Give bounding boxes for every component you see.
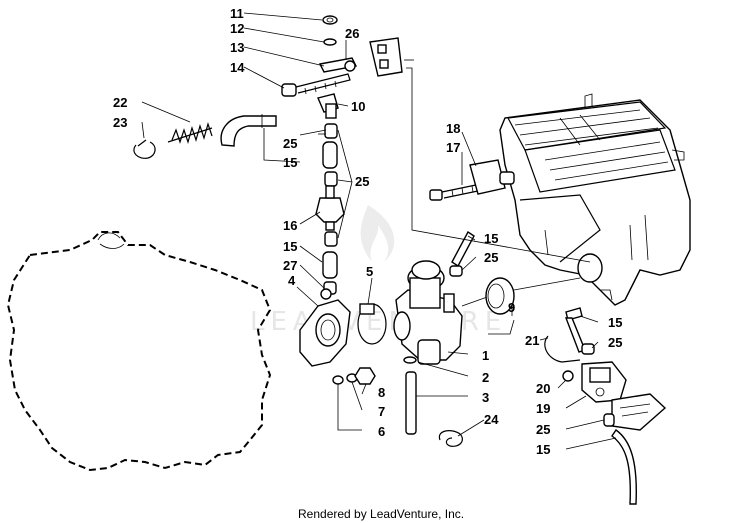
callout-1: 1 [482, 348, 489, 363]
callout-25-a: 25 [283, 136, 297, 151]
clamp-25-right [581, 343, 595, 355]
callout-25-b: 25 [355, 174, 369, 189]
callout-12: 12 [230, 21, 244, 36]
fitting-10 [317, 93, 339, 119]
spring-22 [167, 121, 213, 145]
screw-14 [281, 73, 351, 97]
clamp-25-lower [603, 413, 615, 427]
clamp-5 [357, 303, 387, 345]
callout-19: 19 [536, 401, 550, 416]
clamp-25-carb [449, 265, 463, 277]
callout-15-c: 15 [484, 231, 498, 246]
clip-23 [133, 139, 156, 159]
callout-17: 17 [446, 140, 460, 155]
callout-15-a: 15 [283, 155, 297, 170]
callout-15-d: 15 [608, 315, 622, 330]
callout-7: 7 [378, 404, 385, 419]
callout-13: 13 [230, 40, 244, 55]
needle-3 [405, 371, 417, 435]
callout-8: 8 [378, 385, 385, 400]
callout-18: 18 [446, 121, 460, 136]
watermark-text: LEADVENTURE [250, 307, 507, 337]
hose-15-upper [220, 114, 277, 147]
callout-14: 14 [230, 60, 245, 75]
callout-24: 24 [484, 412, 499, 427]
callout-25-d: 25 [608, 335, 622, 350]
callout-5: 5 [366, 264, 373, 279]
callout-3: 3 [482, 390, 489, 405]
callout-23: 23 [113, 115, 127, 130]
fuel-pump-19 [581, 361, 627, 403]
leader-lines [141, 12, 617, 450]
air-boot-9 [485, 277, 581, 315]
callout-6: 6 [378, 424, 385, 439]
callout-4: 4 [288, 273, 296, 288]
callout-16: 16 [283, 218, 297, 233]
callout-26: 26 [345, 26, 359, 41]
fitting-20 [562, 370, 574, 382]
fuel-line-stack [315, 123, 345, 295]
washer-6 [332, 375, 344, 385]
callout-labels: 11 12 13 14 26 10 22 23 25 15 25 16 15 2… [113, 6, 622, 457]
washer-12 [323, 38, 337, 46]
callout-2: 2 [482, 370, 489, 385]
callout-25-e: 25 [536, 422, 550, 437]
callout-21: 21 [525, 333, 539, 348]
hose-21 [544, 335, 581, 363]
pump-bracket [611, 393, 667, 431]
bracket-26 [369, 37, 414, 77]
clamp-13 [318, 57, 358, 73]
hose-15-lower [611, 429, 638, 505]
ring-2 [403, 356, 417, 364]
engine-outline [6, 231, 272, 472]
callout-27: 27 [283, 258, 297, 273]
callout-20: 20 [536, 381, 550, 396]
nut-11 [322, 15, 338, 25]
clip-24 [438, 430, 463, 447]
callout-25-c: 25 [484, 250, 498, 265]
callout-9: 9 [508, 300, 515, 315]
carburetor-1 [393, 260, 491, 365]
flange-4 [299, 288, 351, 367]
callout-10: 10 [351, 99, 365, 114]
callout-15-b: 15 [283, 239, 297, 254]
nut-8 [354, 367, 376, 385]
callout-11: 11 [230, 6, 244, 21]
callout-22: 22 [113, 95, 127, 110]
callout-15-e: 15 [536, 442, 550, 457]
bracket-18 [469, 159, 515, 195]
airbox [499, 93, 691, 306]
render-credit: Rendered by LeadVenture, Inc. [298, 507, 464, 521]
